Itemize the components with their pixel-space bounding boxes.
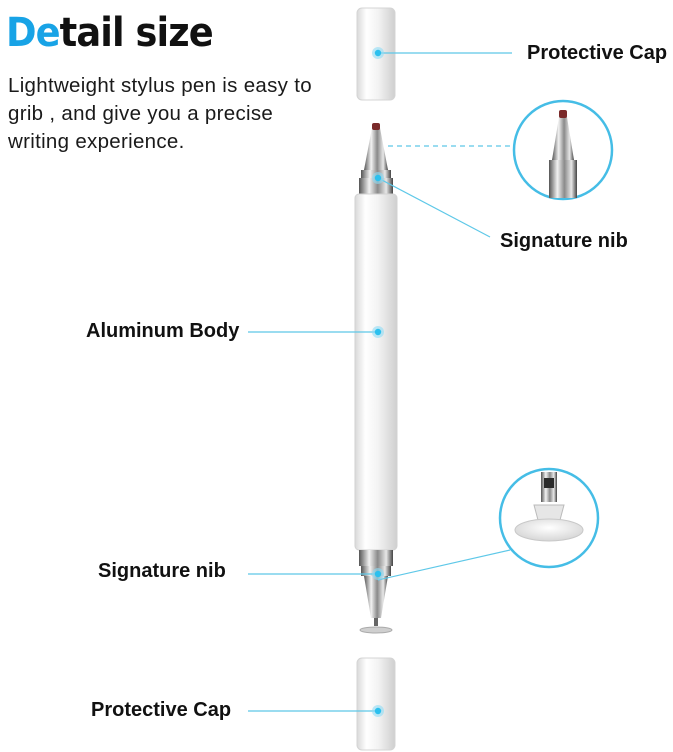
protective-cap-bottom bbox=[356, 657, 396, 751]
label-signature-nib-top: Signature nib bbox=[500, 230, 628, 252]
label-protective-cap-bottom: Protective Cap bbox=[91, 699, 232, 721]
leader-lines bbox=[248, 52, 512, 712]
product-description: Lightweight stylus pen is easy to grib ,… bbox=[8, 74, 312, 153]
zoom-circle-top-nib bbox=[512, 99, 614, 201]
zoom-circle-disc-nib bbox=[498, 467, 600, 569]
title-accent: De bbox=[6, 10, 61, 56]
indicator-dots bbox=[372, 47, 384, 717]
signature-nib-bottom-tip bbox=[359, 550, 393, 634]
page-title: Detail size bbox=[6, 8, 214, 58]
label-signature-nib-bottom: Signature nib bbox=[98, 560, 226, 582]
title-rest: tail size bbox=[59, 10, 214, 56]
label-aluminum-body: Aluminum Body bbox=[86, 320, 240, 342]
aluminum-body bbox=[354, 193, 398, 551]
label-protective-cap-top: Protective Cap bbox=[527, 42, 668, 64]
